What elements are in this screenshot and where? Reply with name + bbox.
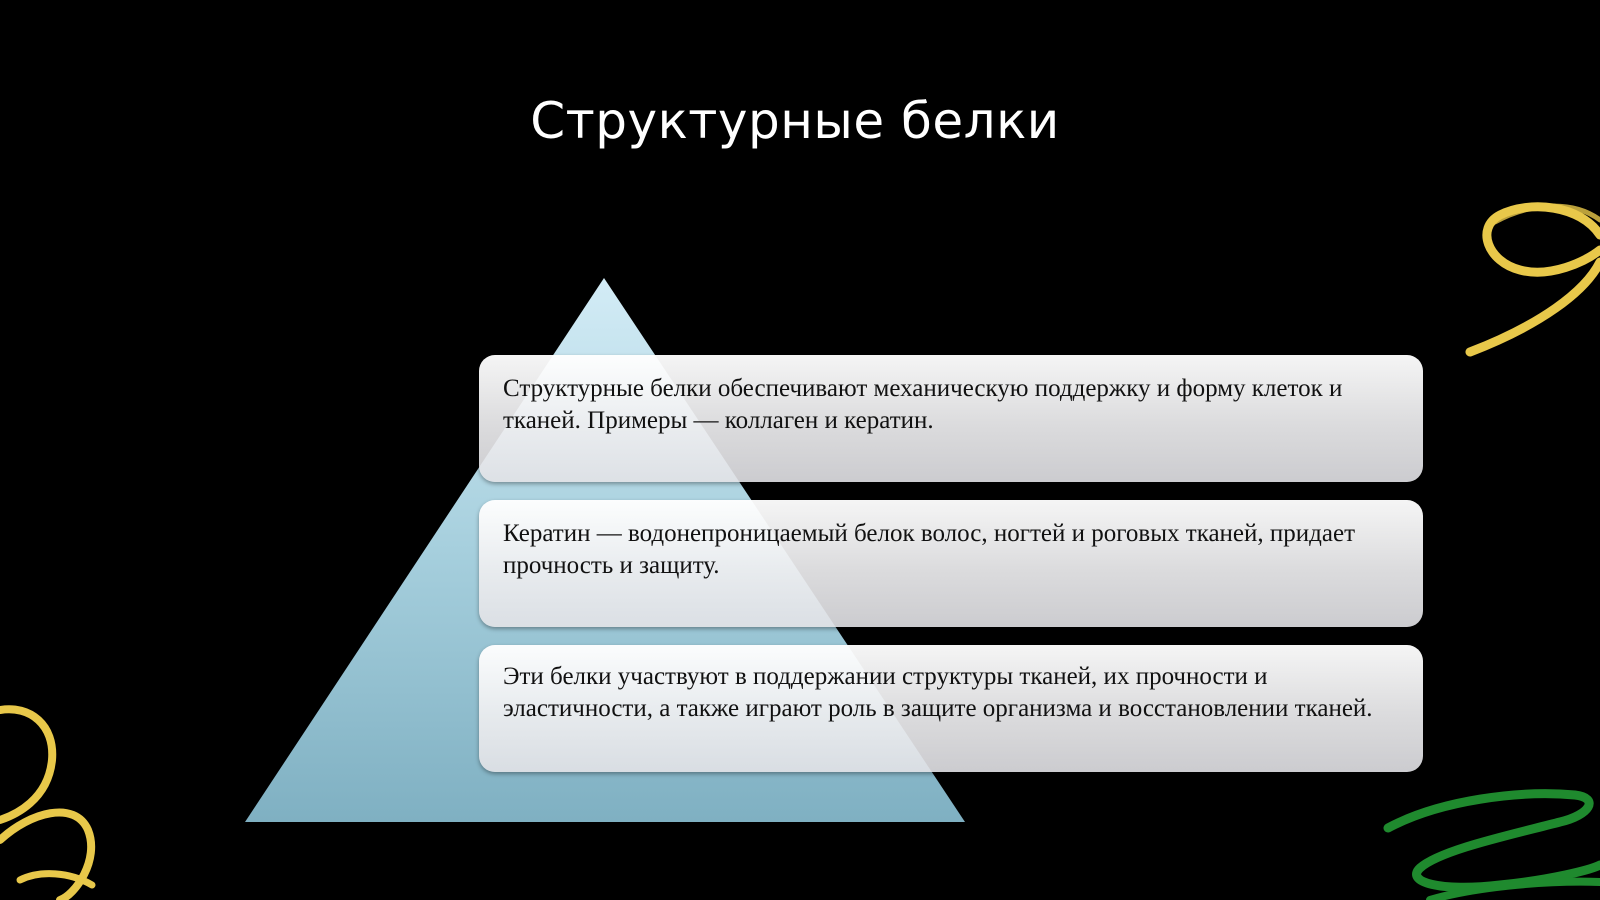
slide-title: Структурные белки — [530, 92, 1060, 150]
info-card-keratin: Кератин — водонепроницаемый белок волос,… — [479, 500, 1423, 627]
card-text: Структурные белки обеспечивают механичес… — [503, 375, 1343, 434]
info-card-role: Эти белки участвуют в поддержании структ… — [479, 645, 1423, 772]
info-card-structural-proteins: Структурные белки обеспечивают механичес… — [479, 355, 1423, 482]
card-text: Эти белки участвуют в поддержании структ… — [503, 663, 1373, 722]
card-text: Кератин — водонепроницаемый белок волос,… — [503, 520, 1356, 579]
